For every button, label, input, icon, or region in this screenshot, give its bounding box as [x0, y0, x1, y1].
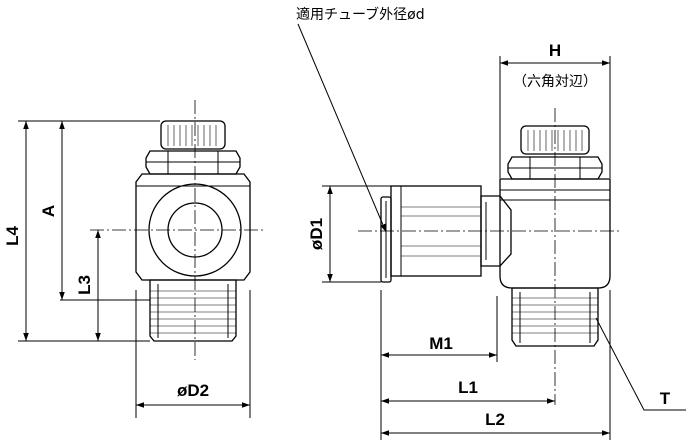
dim-label-m1: M1	[429, 334, 453, 353]
dim-label-d1: øD1	[307, 218, 326, 250]
thread-port	[149, 279, 237, 342]
dim-label-l1: L1	[458, 378, 478, 397]
knurled-knob	[160, 120, 226, 150]
dim-label-a: A	[39, 205, 58, 217]
lock-nut	[145, 150, 241, 175]
thread-leader	[595, 317, 686, 411]
dim-label-h: H	[549, 41, 561, 60]
dim-label-d2: øD2	[177, 381, 209, 400]
dim-label-l3: L3	[75, 275, 94, 295]
tube-od-label: 適用チューブ外径ød	[296, 6, 425, 23]
dim-label-t: T	[660, 389, 671, 408]
tube-od-leader	[297, 23, 387, 233]
hex-across-flats-note: （六角対辺）	[513, 74, 597, 90]
side-view: øD1 適用チューブ外径ød H （六角対辺） M1 L1 L2 T	[296, 6, 686, 440]
front-view: L4 A L3 øD2	[3, 100, 265, 418]
dim-label-l4: L4	[3, 226, 22, 246]
dim-label-l2: L2	[485, 410, 505, 429]
body-block	[135, 173, 251, 281]
collet-flange	[380, 196, 392, 283]
